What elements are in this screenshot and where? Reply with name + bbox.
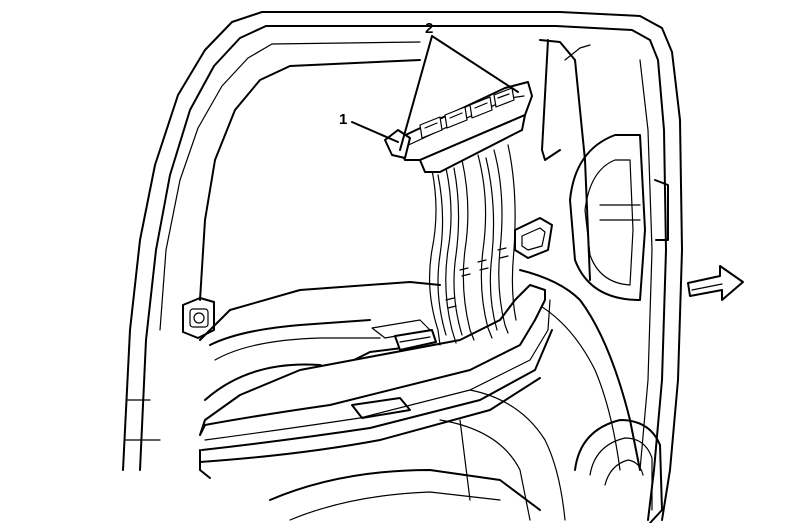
upper-speaker-panel xyxy=(569,134,669,301)
mirror-control-switch xyxy=(182,297,215,339)
lower-pocket xyxy=(269,419,541,521)
lock-bezel xyxy=(514,217,553,259)
armrest xyxy=(199,284,553,479)
door-trim-panel xyxy=(199,269,641,521)
lower-speaker xyxy=(574,419,663,523)
window-opening xyxy=(199,39,591,301)
callout-2-label: 2 xyxy=(425,20,433,37)
callout-1-label: 1 xyxy=(339,111,347,128)
right-arrow-icon xyxy=(687,265,744,301)
window-switch-panel xyxy=(384,81,533,351)
door-frame xyxy=(122,11,683,521)
callout-leaders xyxy=(351,35,519,151)
